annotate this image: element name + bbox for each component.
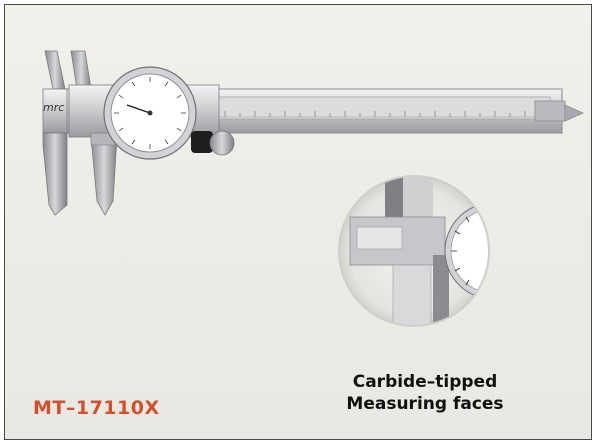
beam-scale-ticks [224, 111, 526, 117]
caption-line-1: Carbide–tipped [352, 372, 498, 392]
fixed-jaw [42, 50, 68, 216]
thumb-wheel [191, 130, 235, 156]
product-card: mrc MT–17110X Carbide–tipped Measuring f… [4, 4, 592, 440]
product-model: MT–17110X [33, 397, 160, 419]
brand-logo: mrc [43, 101, 65, 114]
caliper-illustration [42, 50, 584, 327]
caption-line-2: Measuring faces [346, 394, 504, 414]
dial-gauge [103, 66, 197, 160]
zoom-inset [338, 175, 490, 327]
inset-caption: Carbide–tipped Measuring faces [305, 371, 545, 415]
depth-rod [534, 100, 584, 122]
